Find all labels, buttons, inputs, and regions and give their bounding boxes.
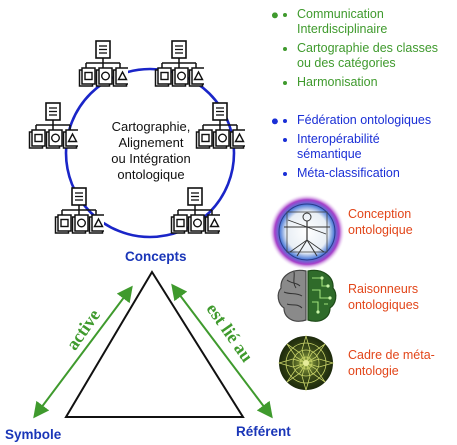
vitruvian-icon <box>269 194 345 270</box>
center-line: ou Intégration <box>111 151 191 166</box>
blue-list-item: ● Méta-classification <box>271 113 457 181</box>
bullet-icon: ● <box>271 7 279 22</box>
right-double-arrow <box>171 283 273 419</box>
bullet-icon: ● <box>271 7 279 22</box>
blue-list-item: ● Fédération ontologiques <box>271 113 457 128</box>
vertex-concepts: Concepts <box>125 249 187 264</box>
ontology-node-icon <box>78 40 128 87</box>
green-list-item: ● Cartographie des classes ou des catégo… <box>271 7 447 71</box>
green-list-item: ● Harmonisation <box>271 7 447 90</box>
blue-benefits-list: ● Fédération ontologiques ● Interopérabi… <box>271 113 457 185</box>
left-double-arrow <box>33 285 133 419</box>
blue-list-item: ● Interopérabilité sémantique <box>271 113 407 162</box>
vertex-referent: Référent <box>236 424 291 439</box>
concept-circle <box>64 67 236 239</box>
center-line: Cartographie, <box>111 119 191 134</box>
ontology-node-icon <box>54 187 104 234</box>
bullet-icon: ● <box>271 113 279 128</box>
center-line: ontologique <box>117 167 185 182</box>
green-benefits-list: ● Communication Interdisciplinaire ● Car… <box>271 7 447 94</box>
green-list-item: ● Communication Interdisciplinaire <box>271 7 447 37</box>
tool-label-conception: Conception ontologique <box>348 207 413 237</box>
mandala-icon <box>277 334 335 392</box>
bullet-icon: ● <box>271 113 279 128</box>
tool-label-reasoners: Raisonneurs ontologiques <box>348 282 419 312</box>
ontology-node-icon <box>154 40 204 87</box>
concept-center-text: Cartographie, Alignement ou Intégration … <box>86 119 216 183</box>
bullet-icon: ● <box>271 113 279 128</box>
bullet-icon: ● <box>271 7 279 22</box>
right-edge-label: est lié au <box>203 299 258 365</box>
brain-circuit-icon <box>277 269 337 322</box>
tool-label-meta-framework: Cadre de méta-ontologie <box>348 348 435 378</box>
left-edge-label: active <box>62 305 104 353</box>
vertex-symbole: Symbole <box>5 427 62 442</box>
ontology-node-icon <box>170 187 220 234</box>
center-line: Alignement <box>118 135 184 150</box>
